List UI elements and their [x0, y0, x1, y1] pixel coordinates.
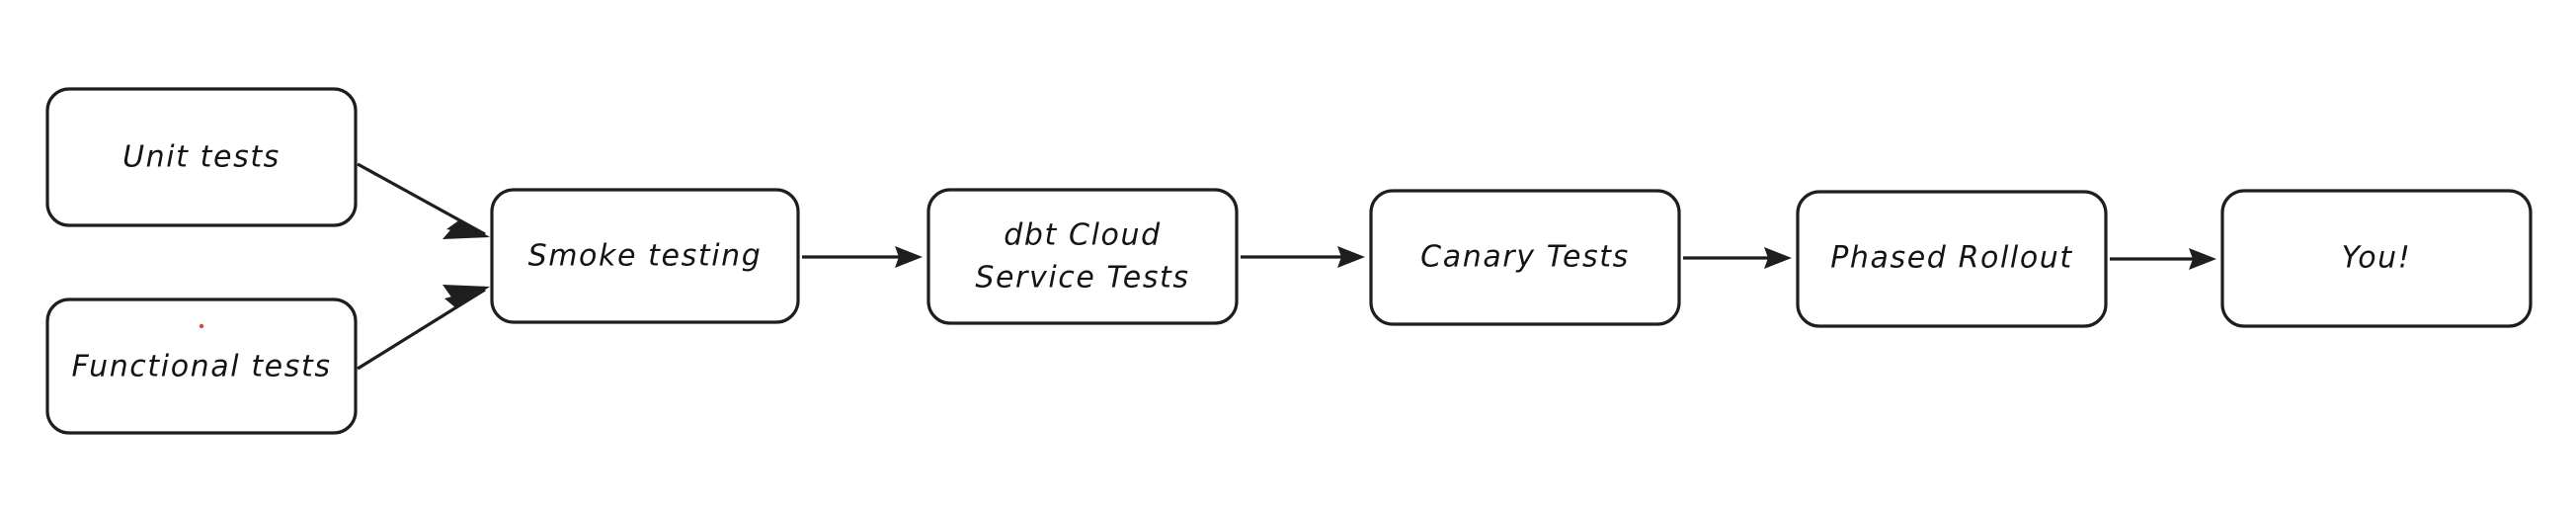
node-label-you: You! — [2342, 241, 2412, 276]
edge-unit-tests-to-smoke-testing — [357, 162, 490, 239]
edge-phased-rollout-to-you — [2110, 248, 2216, 270]
arrow-head-icon — [1764, 247, 1792, 269]
node-box[interactable] — [490, 188, 800, 324]
edge-functional-tests-to-smoke-testing — [357, 285, 490, 371]
node-canary-tests[interactable]: Canary Tests — [1369, 189, 1681, 326]
node-box[interactable] — [2220, 189, 2533, 328]
arrow-head-icon — [2189, 248, 2216, 270]
arrow-head-icon — [895, 246, 923, 268]
edge-smoke-testing-to-dbt-cloud-service-tests — [802, 246, 923, 268]
node-label-phased-rollout: Phased Rollout — [1830, 241, 2073, 276]
edge-dbt-cloud-service-tests-to-canary-tests — [1241, 246, 1365, 268]
node-dbt-cloud-service-tests[interactable]: dbt Cloud Service Tests — [926, 188, 1239, 325]
stray-speck-mark — [199, 323, 204, 329]
node-label-functional-tests: Functional tests — [71, 350, 331, 384]
node-label-canary-tests: Canary Tests — [1420, 240, 1630, 275]
arrow-head-icon — [1337, 246, 1365, 268]
node-unit-tests[interactable]: Unit tests — [45, 87, 358, 227]
arrow-head-icon — [443, 285, 490, 308]
node-functional-tests[interactable]: Functional tests — [45, 298, 358, 435]
node-box[interactable] — [45, 298, 358, 435]
node-you[interactable]: You! — [2220, 189, 2533, 328]
node-box[interactable] — [1796, 190, 2108, 328]
node-label-dbt-cloud-line1: dbt Cloud — [1004, 218, 1161, 253]
node-box[interactable] — [45, 87, 358, 227]
node-phased-rollout[interactable]: Phased Rollout — [1796, 190, 2108, 328]
node-box[interactable] — [1369, 189, 1681, 326]
edge-canary-tests-to-phased-rollout — [1683, 247, 1792, 269]
node-label-smoke-testing: Smoke testing — [528, 239, 763, 274]
node-label-unit-tests: Unit tests — [122, 140, 281, 175]
node-box[interactable] — [926, 188, 1239, 325]
node-smoke-testing[interactable]: Smoke testing — [490, 188, 800, 324]
arrow-head-icon — [443, 219, 490, 239]
edge-layer — [357, 162, 2216, 371]
node-layer: Unit tests Functional tests Smoke testin… — [45, 87, 2533, 435]
node-label-dbt-cloud-line2: Service Tests — [975, 261, 1189, 296]
